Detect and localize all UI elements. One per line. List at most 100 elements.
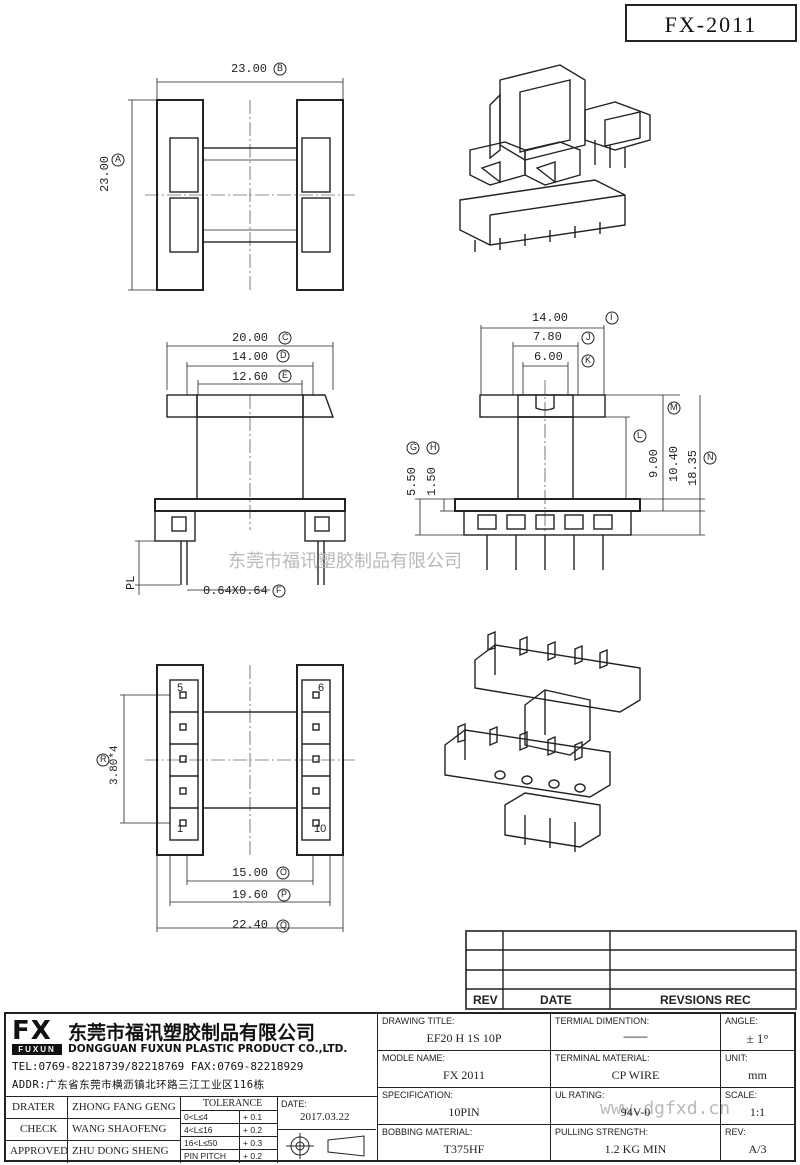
model-name-value: FX 2011: [443, 1068, 485, 1082]
drater-name: ZHONG FANG GENG: [72, 1101, 176, 1113]
field-specification: SPECIFICATION: 10PIN: [378, 1088, 551, 1125]
field-terminal-material: TERMINAL MATERIAL: CP WIRE: [551, 1051, 721, 1088]
field-angle: ANGLE: ± 1°: [721, 1014, 794, 1051]
tol-row-1-tol: + 0.1: [243, 1112, 263, 1122]
angle-value: ± 1°: [746, 1031, 769, 1046]
date-value: 2017.03.22: [300, 1111, 350, 1123]
date-label: DATE:: [281, 1099, 307, 1109]
dim-m-value: 10.40: [667, 445, 681, 482]
isometric-view-bottom: [444, 630, 641, 852]
terminal-dimention-value: ——: [623, 1029, 648, 1043]
dim-e-letter: E: [282, 370, 289, 380]
field-unit: UNIT: mm: [721, 1051, 794, 1088]
model-name-label: MODLE NAME:: [382, 1053, 446, 1063]
specification-label: SPECIFICATION:: [382, 1090, 453, 1100]
drater-name-cell: ZHONG FANG GENG: [68, 1097, 181, 1119]
pulling-strength-value: 1.2 KG MIN: [604, 1142, 667, 1156]
pulling-strength-label: PULLING STRENGTH:: [555, 1127, 649, 1137]
field-scale: SCALE: 1:1: [721, 1088, 794, 1125]
dim-j-letter: J: [586, 332, 591, 342]
rev-col-rec: REVSIONS REC: [660, 993, 751, 1007]
fields-area: DRAWING TITLE: EF20 H 1S 10P MODLE NAME:…: [378, 1014, 794, 1162]
dim-i-value: 14.00: [532, 311, 569, 325]
bottom-view: [120, 664, 355, 932]
dim-f-letter: F: [276, 585, 282, 595]
company-name-cn: 东莞市福讯塑胶制品有限公司: [68, 1022, 316, 1044]
pin-6-label: 6: [318, 682, 325, 694]
dim-a-value: 23.00: [98, 155, 112, 192]
rev-col-rev: REV: [473, 993, 498, 1007]
technical-drawing: [96, 62, 797, 1010]
tol-row-3-range: 16<L≤50: [184, 1138, 218, 1148]
dim-g-value: 5.50: [405, 467, 419, 496]
pin-1-label: 1: [177, 823, 184, 835]
signoff-area: DRATER ZHONG FANG GENG CHECK WANG SHAOFE…: [6, 1096, 378, 1163]
field-drawing-title: DRAWING TITLE: EF20 H 1S 10P: [378, 1014, 551, 1051]
field-ul-rating: UL RATING: 94V-0: [551, 1088, 721, 1125]
logo-letters: FX: [12, 1016, 52, 1046]
terminal-dimention-label: TERMIAL DIMENTION:: [555, 1016, 650, 1026]
bobbing-material-label: BOBBING MATERIAL:: [382, 1127, 473, 1137]
terminal-material-label: TERMINAL MATERIAL:: [555, 1053, 650, 1063]
dim-b-letter: B: [277, 63, 284, 73]
company-tel-fax: TEL:0769-82218739/82218769 FAX:0769-8221…: [12, 1060, 304, 1073]
isometric-view-top: [459, 64, 651, 252]
rev-col-date: DATE: [540, 993, 572, 1007]
ul-rating-value: 94V-0: [620, 1105, 651, 1119]
field-model-name: MODLE NAME: FX 2011: [378, 1051, 551, 1088]
logo-sub: FUXUN: [12, 1044, 62, 1055]
date-cell: DATE: 2017.03.22: [278, 1097, 376, 1163]
company-address: ADDR:广东省东莞市横沥镇北环路三江工业区116栋: [12, 1079, 265, 1091]
unit-label: UNIT:: [725, 1053, 748, 1063]
rev-label: REV:: [725, 1127, 746, 1137]
pin-5-label: 5: [177, 682, 184, 694]
company-logo: FX FUXUN: [12, 1018, 64, 1058]
dim-k-letter: K: [585, 355, 592, 365]
dim-b-value: 23.00: [231, 62, 268, 76]
tolerance-title: TOLERANCE: [203, 1098, 263, 1109]
pin-10-label: 10: [314, 823, 327, 835]
tol-row-2-range: 4<L≤16: [184, 1125, 213, 1135]
dim-o-letter: O: [280, 867, 288, 877]
dim-r-letter: R: [100, 754, 107, 764]
tol-row-2-tol: + 0.2: [243, 1125, 263, 1135]
dim-o-value: 15.00: [232, 866, 269, 880]
dim-n-value: 18.35: [686, 449, 700, 486]
field-bobbing-material: BOBBING MATERIAL: T375HF: [378, 1125, 551, 1162]
scale-value: 1:1: [749, 1105, 766, 1119]
dim-h-value: 1.50: [425, 467, 439, 496]
dim-d-letter: D: [280, 350, 287, 360]
drawing-title-label: DRAWING TITLE:: [382, 1016, 455, 1026]
front-view: [135, 342, 346, 595]
tol-row-1-range: 0<L≤4: [184, 1112, 208, 1122]
drater-label-cell: DRATER: [6, 1097, 68, 1119]
drawing-title-value: EF20 H 1S 10P: [426, 1031, 502, 1045]
dim-c-letter: C: [282, 332, 289, 342]
tolerance-table: TOLERANCE 0<L≤4 + 0.1 4<L≤16 + 0.2 16<L≤…: [181, 1097, 278, 1163]
dim-q-value: 22.40: [232, 918, 269, 932]
terminal-material-value: CP WIRE: [611, 1068, 660, 1082]
drater-label: DRATER: [12, 1101, 55, 1113]
approved-label-cell: APPROVED: [6, 1141, 68, 1163]
dim-l-value: 9.00: [647, 449, 661, 478]
approved-name: ZHU DONG SHENG: [72, 1145, 169, 1157]
dim-d-value: 14.00: [232, 350, 269, 364]
field-pulling-strength: PULLING STRENGTH: 1.2 KG MIN: [551, 1125, 721, 1162]
rev-value: A/3: [748, 1142, 767, 1156]
dim-m-letter: M: [670, 402, 678, 412]
tol-row-4-tol: + 0.2: [243, 1151, 263, 1161]
watermark-url: www.dgfxd.cn: [600, 1098, 731, 1119]
side-view: [415, 325, 705, 570]
scale-label: SCALE:: [725, 1090, 758, 1100]
field-rev: REV: A/3: [721, 1125, 794, 1162]
bobbing-material-value: T375HF: [443, 1142, 485, 1156]
dim-n-letter: N: [707, 452, 714, 462]
dim-p-letter: P: [281, 889, 288, 899]
unit-value: mm: [748, 1068, 767, 1082]
specification-value: 10PIN: [448, 1105, 480, 1119]
dim-a-letter: A: [115, 154, 122, 164]
drawing-number: FX-2011: [664, 12, 758, 37]
dim-h-letter: H: [430, 442, 437, 452]
dim-p-value: 19.60: [232, 888, 269, 902]
